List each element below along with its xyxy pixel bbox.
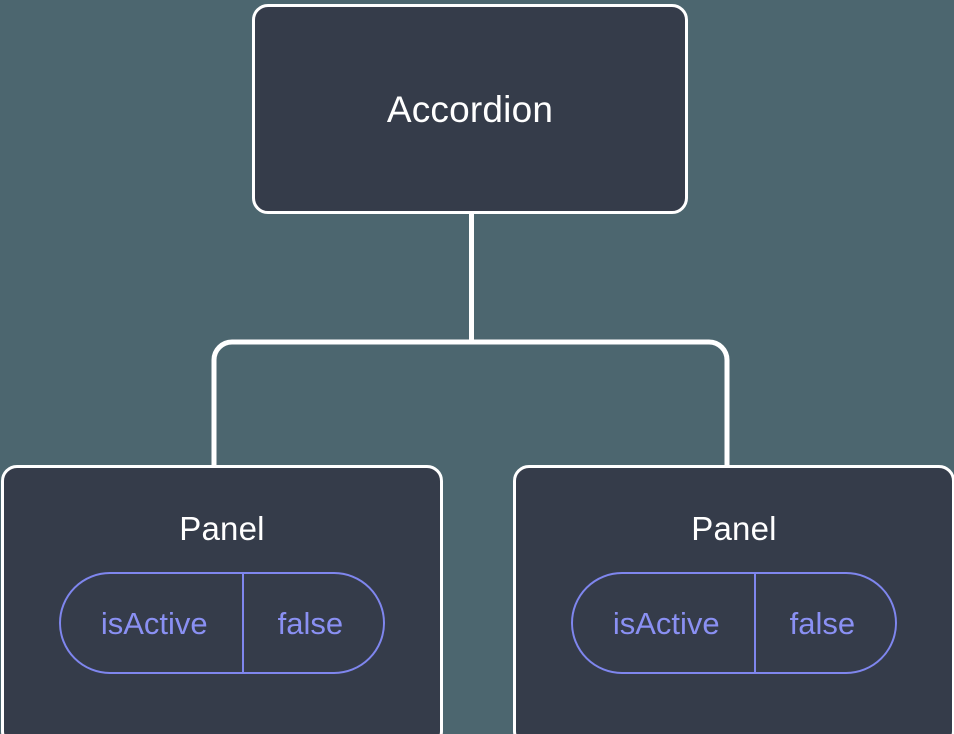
prop-key-right: isActive bbox=[612, 605, 720, 641]
node-panel-left[interactable]: Panel isActive false bbox=[1, 465, 443, 734]
connector-branch-right bbox=[471, 339, 730, 468]
prop-badge-right[interactable]: isActive false bbox=[570, 572, 898, 674]
prop-badge-left[interactable]: isActive false bbox=[58, 572, 386, 674]
prop-value-right: false bbox=[753, 574, 895, 672]
node-panel-right[interactable]: Panel isActive false bbox=[513, 465, 954, 734]
prop-value-left: false bbox=[241, 574, 383, 672]
connector-branch-left bbox=[211, 339, 472, 468]
node-accordion[interactable]: Accordion bbox=[252, 4, 688, 214]
node-panel-left-label: Panel bbox=[179, 510, 265, 547]
node-accordion-label: Accordion bbox=[386, 88, 554, 130]
prop-key-left: isActive bbox=[100, 605, 208, 641]
node-panel-right-label: Panel bbox=[691, 510, 777, 547]
